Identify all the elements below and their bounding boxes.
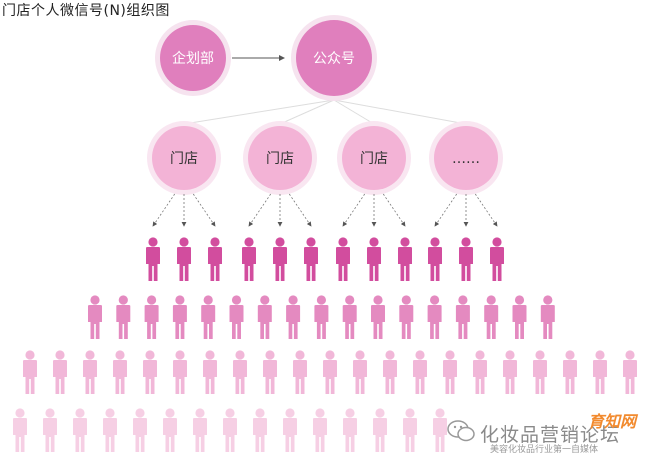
person-icon [133, 408, 147, 452]
person-icon [314, 295, 329, 339]
person-icon [177, 237, 191, 281]
node-label: 门店 [360, 151, 388, 167]
node-store-2: 门店 [243, 121, 317, 195]
store-to-member-arrow [288, 193, 312, 227]
person-icon [304, 237, 318, 281]
person-icon [313, 408, 327, 452]
person-icon [83, 350, 97, 394]
node-label: 门店 [170, 151, 198, 167]
watermark-text: 化妆品营销论坛 [480, 424, 621, 446]
node-label: 门店 [266, 151, 294, 167]
person-icon [113, 350, 127, 394]
watermark-brand-logo: 育知网 [587, 412, 636, 431]
person-icon [273, 237, 287, 281]
person-icon [540, 295, 555, 339]
person-icon [512, 295, 527, 339]
person-icon [223, 408, 237, 452]
person-icon [343, 408, 357, 452]
person-icon [229, 295, 244, 339]
person-icon [116, 295, 131, 339]
node-official-account: 公众号 [291, 15, 377, 101]
person-icon [403, 408, 417, 452]
person-icon [490, 237, 504, 281]
person-icon [283, 408, 297, 452]
person-icon [399, 295, 414, 339]
person-icon [103, 408, 117, 452]
wechat-icon [446, 418, 476, 448]
store-to-member-arrow [342, 193, 366, 227]
person-icon [163, 408, 177, 452]
person-icon [383, 350, 397, 394]
person-icon [371, 295, 385, 339]
store-to-member-arrow [474, 193, 498, 227]
store-to-member-arrow [192, 193, 216, 227]
person-icon [242, 237, 256, 281]
person-icon [23, 350, 37, 394]
person-icon [413, 350, 427, 394]
person-icon [201, 295, 216, 339]
person-icon [73, 408, 87, 452]
connector-line [333, 99, 467, 125]
person-icon [533, 350, 547, 394]
store-to-member-arrow [382, 193, 406, 227]
store-to-member-arrow [152, 193, 176, 227]
connector-line [279, 99, 335, 125]
person-icon [623, 350, 637, 394]
person-icon [203, 350, 217, 394]
person-icon [563, 350, 577, 394]
person-icon [233, 350, 247, 394]
watermark-subtext: 美容化妆品行业第一自媒体 [490, 445, 599, 455]
person-icon [193, 408, 207, 452]
connector-line [333, 99, 375, 125]
node-label: …… [452, 151, 480, 167]
person-icon [398, 237, 412, 281]
store-arrows [152, 193, 498, 227]
person-icon [433, 408, 447, 452]
person-icon [473, 350, 487, 394]
person-icon [146, 237, 160, 281]
person-icon [172, 295, 187, 339]
person-icon [253, 408, 267, 452]
person-icon [593, 350, 607, 394]
person-icon [173, 350, 187, 394]
person-icon [443, 350, 457, 394]
person-icon [263, 350, 277, 394]
person-icon [88, 295, 102, 339]
node-store-3: 门店 [337, 121, 411, 195]
person-icon [353, 350, 367, 394]
person-icon [257, 295, 272, 339]
store-to-member-arrow [434, 193, 458, 227]
person-icon [373, 408, 387, 452]
diagram-title: 门店个人微信号(N)组织图 [2, 3, 170, 19]
person-icon [484, 295, 499, 339]
hierarchy-connectors [183, 99, 467, 125]
node-planning-dept: 企划部 [155, 20, 231, 96]
person-icon [428, 237, 442, 281]
person-icon [367, 237, 381, 281]
person-icon [342, 295, 357, 339]
node-store-more: …… [429, 121, 503, 195]
person-icon [427, 295, 442, 339]
person-icon [53, 350, 67, 394]
person-icon [286, 295, 301, 339]
person-icon [455, 295, 470, 339]
person-icon [293, 350, 307, 394]
person-icon [43, 408, 57, 452]
person-icon [336, 237, 350, 281]
node-label: 企划部 [172, 50, 214, 67]
node-label: 公众号 [313, 51, 355, 67]
person-icon [13, 408, 27, 452]
person-icon [459, 237, 473, 281]
person-icon [208, 237, 222, 281]
person-icon [503, 350, 517, 394]
store-to-member-arrow [248, 193, 272, 227]
connector-line [183, 99, 335, 125]
person-icon [144, 295, 159, 339]
node-store-1: 门店 [147, 121, 221, 195]
person-icon [143, 350, 157, 394]
person-icon [323, 350, 337, 394]
